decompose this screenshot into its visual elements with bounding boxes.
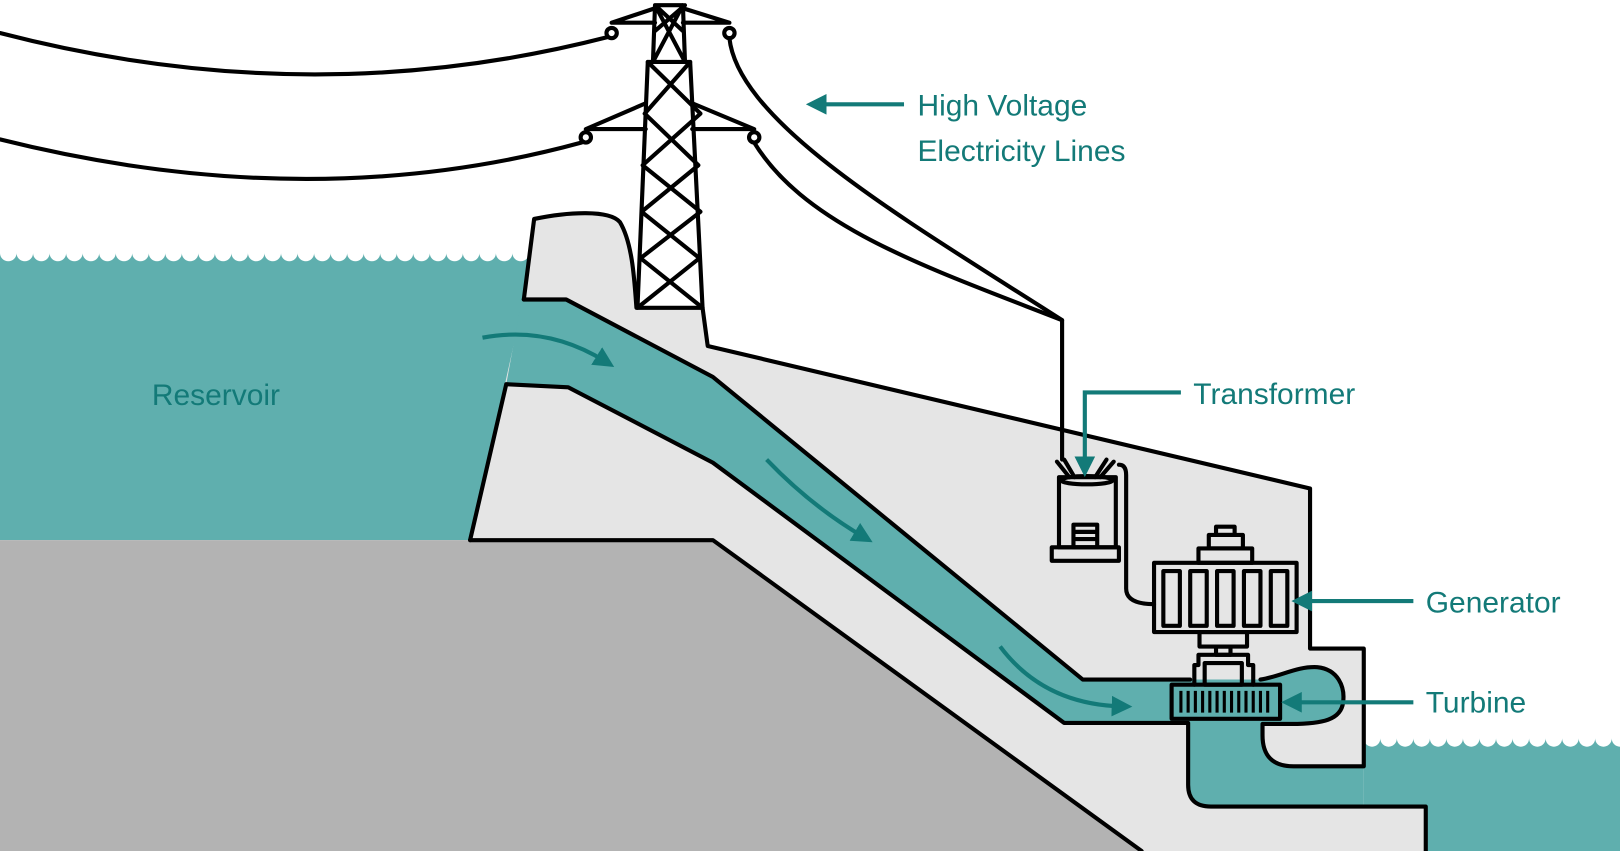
flow-arrow-icon bbox=[765, 458, 873, 543]
penstock-lower-wall bbox=[468, 382, 1428, 851]
insulator-icon bbox=[604, 25, 619, 41]
label-high-voltage: High Voltage bbox=[917, 90, 1087, 123]
flow-arrow-icon bbox=[482, 332, 615, 367]
reservoir-water bbox=[0, 253, 529, 541]
transmission-tower bbox=[578, 3, 762, 310]
power-lines bbox=[0, 30, 1157, 607]
label-turbine: Turbine bbox=[1426, 687, 1526, 720]
label-electricity-lines: Electricity Lines bbox=[917, 135, 1125, 168]
insulator-icon bbox=[578, 130, 594, 145]
dam-outline-right bbox=[700, 305, 1366, 769]
ground-line bbox=[468, 538, 1144, 851]
label-reservoir: Reservoir bbox=[152, 379, 280, 412]
flow-arrow-icon bbox=[998, 645, 1133, 717]
label-transformer: Transformer bbox=[1193, 378, 1355, 411]
ground bbox=[0, 540, 1142, 851]
label-generator: Generator bbox=[1426, 586, 1561, 619]
transformer-pointer-arrow-icon bbox=[1074, 390, 1181, 478]
turbine bbox=[1169, 682, 1283, 721]
transformer bbox=[1049, 457, 1121, 563]
penstock-upper-wall bbox=[521, 297, 1193, 682]
dam-outline-top bbox=[521, 211, 639, 310]
